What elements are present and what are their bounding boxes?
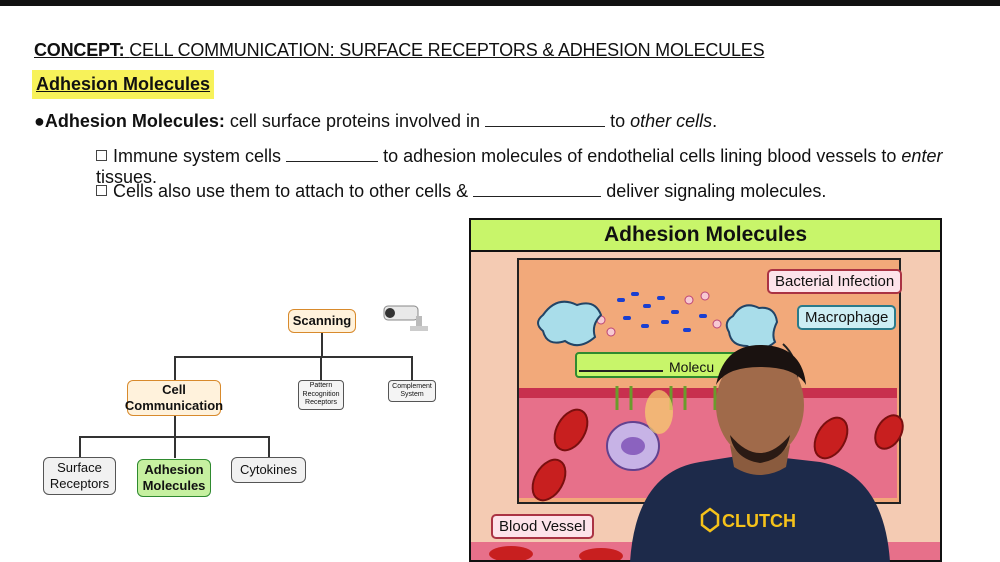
checkbox-icon xyxy=(96,185,107,196)
node-surface-receptors: Surface Receptors xyxy=(43,457,116,495)
bullet-main: ●Adhesion Molecules: cell surface protei… xyxy=(34,111,718,131)
figure-title: Adhesion Molecules xyxy=(471,220,940,252)
label-macrophage: Macrophage xyxy=(797,305,897,330)
concept-heading: CONCEPT: CELL COMMUNICATION: SURFACE REC… xyxy=(34,40,765,60)
node-adhesion-molecules: Adhesion Molecules xyxy=(137,459,211,497)
node-pattern-recognition: Pattern Recognition Receptors xyxy=(298,380,344,410)
fill-blank-2 xyxy=(286,147,379,162)
red-blood-cell-icon xyxy=(531,408,904,502)
node-complement-system: Complement System xyxy=(388,380,436,402)
label-bacterial-infection: Bacterial Infection xyxy=(767,269,903,294)
fill-blank-3 xyxy=(473,182,602,197)
bullet-sub-1: Immune system cells to adhesion molecule… xyxy=(96,146,943,187)
camera-icon xyxy=(383,305,428,331)
macrophage-icon xyxy=(725,304,779,351)
clutch-logo-icon xyxy=(700,507,720,533)
top-bar xyxy=(0,0,1000,6)
label-blood-vessel: Blood Vessel xyxy=(491,514,594,539)
section-highlight: Adhesion Molecules xyxy=(32,70,215,99)
fill-blank-1 xyxy=(485,112,606,127)
node-scanning: Scanning xyxy=(288,309,356,333)
shirt-brand: CLUTCH xyxy=(722,511,796,531)
presenter-video: CLUTCH xyxy=(630,345,890,562)
node-cell-communication: Cell Communication xyxy=(125,380,223,416)
node-cytokines: Cytokines xyxy=(231,457,306,483)
bullet-sub-2: Cells also use them to attach to other c… xyxy=(96,181,826,202)
checkbox-icon xyxy=(96,150,107,161)
macrophage-icon xyxy=(537,300,603,347)
